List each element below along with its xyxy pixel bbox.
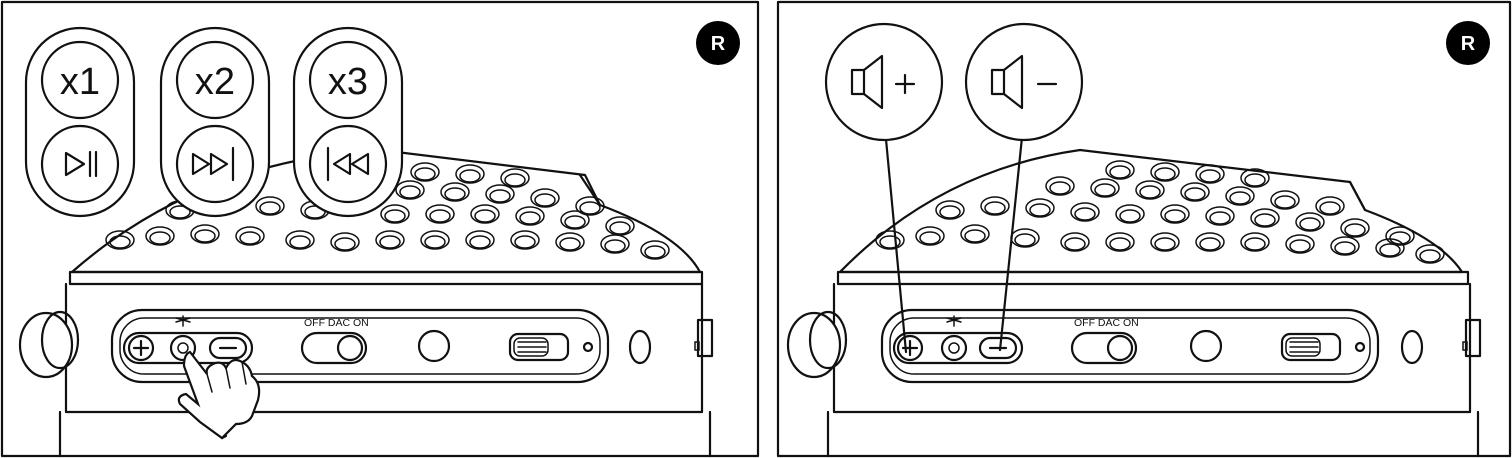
dac-label-right: OFF DAC ON	[1074, 317, 1139, 329]
status-led-right	[1354, 341, 1366, 353]
next-track-icon	[191, 146, 235, 182]
volume-down-button-right[interactable]	[978, 336, 1018, 360]
callout-play-pause: x1	[24, 26, 136, 218]
speaker-body-right	[786, 148, 1482, 458]
volume-up-button[interactable]	[127, 334, 155, 362]
play-pause-icon	[64, 150, 98, 178]
power-slider-right[interactable]	[1280, 332, 1342, 362]
callout-count-x1: x1	[60, 61, 100, 103]
pointing-hand-icon	[177, 350, 261, 440]
power-slider[interactable]	[508, 332, 570, 362]
control-strip-right: OFF DAC ON	[880, 308, 1424, 384]
dac-switch[interactable]	[300, 331, 368, 365]
side-port-right-right-panel	[1464, 318, 1482, 358]
panel-right-frame	[776, 0, 1512, 458]
aux-jack	[417, 329, 451, 363]
volume-down-icon	[990, 54, 1058, 110]
callout-previous-track: x3	[292, 26, 404, 218]
previous-track-icon	[326, 146, 370, 182]
bluetooth-icon	[175, 315, 191, 327]
dac-label: OFF DAC ON	[304, 317, 369, 329]
bluetooth-icon-right	[946, 315, 962, 327]
panel-right: OFF DAC ON	[776, 0, 1512, 458]
side-knob-left-right-panel	[786, 311, 842, 379]
speaker-grille-right	[875, 160, 1445, 264]
charge-port-right	[1400, 329, 1424, 365]
side-badge-left-label: R	[711, 33, 726, 55]
aux-jack-right	[1189, 329, 1223, 363]
multifunction-button[interactable]	[169, 334, 197, 362]
leader-line-volume-down	[998, 116, 1026, 352]
side-port-right	[696, 318, 714, 358]
side-badge-left: R	[696, 21, 740, 65]
callout-count-x2: x2	[195, 61, 235, 103]
volume-up-button-right[interactable]	[896, 334, 924, 362]
status-led	[582, 341, 594, 353]
dac-switch-right[interactable]	[1070, 331, 1138, 365]
panel-left-frame	[0, 0, 760, 458]
control-strip: OFF DAC ON	[110, 308, 652, 384]
callout-count-x3: x3	[328, 61, 368, 103]
side-knob-left	[18, 311, 74, 379]
volume-up-icon	[850, 54, 916, 110]
volume-down-button[interactable]	[208, 336, 248, 360]
button-cluster-right[interactable]	[892, 331, 1024, 365]
panel-left: OFF DAC ON x1	[0, 0, 760, 458]
side-badge-right: R	[1446, 21, 1490, 65]
speaker-body	[18, 148, 714, 458]
leader-line-volume-up	[882, 116, 908, 354]
side-badge-right-label: R	[1461, 33, 1476, 55]
callout-volume-down	[964, 22, 1084, 142]
charge-port	[628, 329, 652, 365]
callout-volume-up	[824, 22, 944, 142]
multifunction-button-right[interactable]	[940, 334, 968, 362]
callout-next-track: x2	[159, 26, 271, 218]
